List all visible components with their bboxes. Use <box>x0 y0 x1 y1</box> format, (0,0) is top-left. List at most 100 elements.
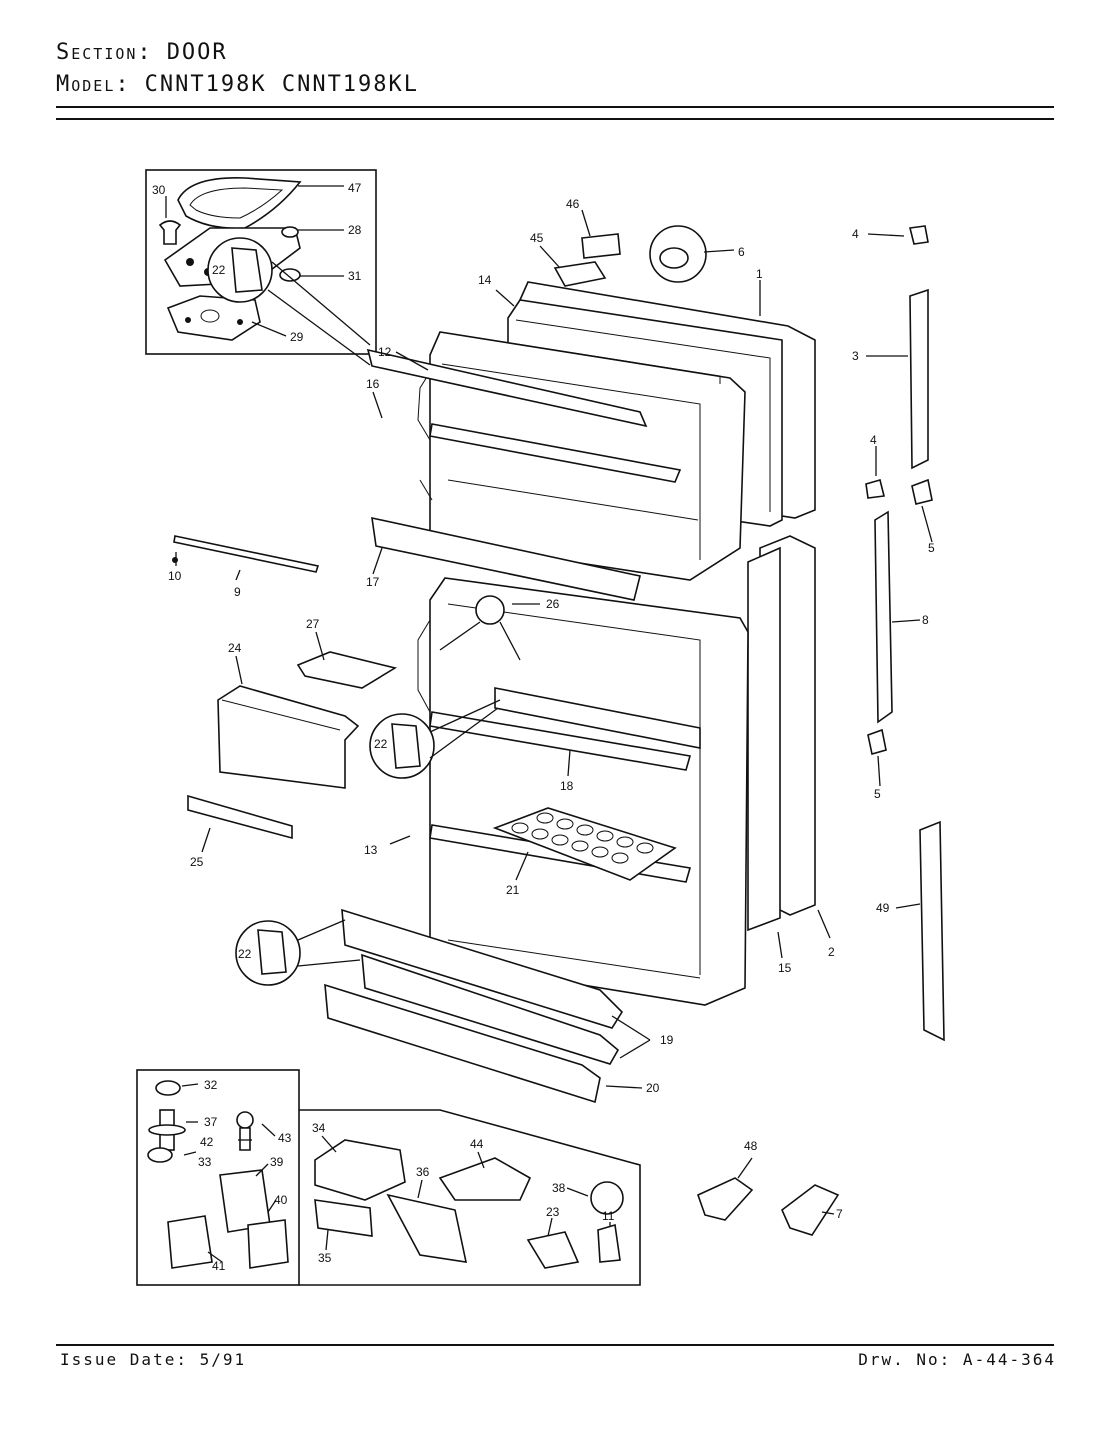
callout-18: 18 <box>560 779 574 793</box>
callout-22-middle: 22 <box>374 737 388 751</box>
callout-21: 21 <box>506 883 520 897</box>
callout-4-lower: 4 <box>870 433 877 447</box>
section-label: Section: <box>56 40 153 65</box>
detail-bubble-26 <box>439 595 521 661</box>
drawing-number: Drw. No: A-44-364 <box>858 1350 1056 1369</box>
callout-32: 32 <box>204 1078 218 1092</box>
callout-14: 14 <box>478 273 492 287</box>
clip-4b <box>865 479 885 499</box>
cap-46 <box>581 233 621 259</box>
callout-2: 2 <box>828 945 835 959</box>
callout-41: 41 <box>212 1259 226 1273</box>
model-value: CNNT198K CNNT198KL <box>144 72 420 97</box>
callout-35: 35 <box>318 1251 332 1265</box>
fresh-food-door-liner <box>417 577 749 1006</box>
issue-date: Issue Date: 5/91 <box>60 1350 247 1369</box>
callout-1: 1 <box>756 267 763 281</box>
callout-19: 19 <box>660 1033 674 1047</box>
callout-22-top: 22 <box>212 263 226 277</box>
handle-bar-3 <box>909 288 929 470</box>
clip-5a <box>911 478 933 505</box>
clip-4a <box>909 225 929 245</box>
callout-34: 34 <box>312 1121 326 1135</box>
bottom-hinge-inset <box>136 1069 300 1286</box>
callout-49: 49 <box>876 901 890 915</box>
liner-shelf-upper <box>429 711 692 771</box>
callout-30: 30 <box>152 183 166 197</box>
bracket-7 <box>781 1184 840 1236</box>
callout-38: 38 <box>552 1181 566 1195</box>
callout-7: 7 <box>836 1207 843 1221</box>
callout-9: 9 <box>234 585 241 599</box>
callout-39: 39 <box>270 1155 284 1169</box>
door-rail-bar <box>173 535 320 573</box>
callout-labels: 30 47 28 31 29 46 45 6 1 4 3 4 5 8 5 49 … <box>152 181 935 1273</box>
callout-28: 28 <box>348 223 362 237</box>
callout-8: 8 <box>922 613 929 627</box>
model-line: Model: CNNT198K CNNT198KL <box>56 72 419 97</box>
callout-5-upper: 5 <box>928 541 935 555</box>
callout-48: 48 <box>744 1139 758 1153</box>
rail-screw <box>172 557 178 563</box>
callout-20: 20 <box>646 1081 660 1095</box>
callout-36: 36 <box>416 1165 430 1179</box>
handle-bar-49 <box>919 820 945 1042</box>
callout-43: 43 <box>278 1131 292 1145</box>
clip-5b <box>867 728 887 756</box>
section-line: Section: DOOR <box>56 40 228 65</box>
handle-bar-8 <box>874 510 893 724</box>
trim-strip <box>187 794 293 840</box>
callout-26: 26 <box>546 597 560 611</box>
lower-shelf-bars <box>324 908 624 1104</box>
footer-rule <box>56 1344 1054 1346</box>
callout-3: 3 <box>852 349 859 363</box>
callout-46: 46 <box>566 197 580 211</box>
callout-33: 33 <box>198 1155 212 1169</box>
callout-6: 6 <box>738 245 745 259</box>
callout-31: 31 <box>348 269 362 283</box>
header-rule-top <box>56 106 1054 108</box>
egg-tray <box>492 807 677 881</box>
leader-lines <box>165 185 933 1263</box>
callout-37: 37 <box>204 1115 218 1129</box>
callout-29: 29 <box>290 330 304 344</box>
detail-bubble-22-a <box>207 237 371 366</box>
dairy-cover <box>296 651 398 689</box>
callout-11: 11 <box>602 1209 615 1223</box>
detail-bubble-22-c <box>235 919 361 986</box>
freezer-shelf-bar-17 <box>371 516 641 601</box>
header-rule-bottom <box>56 118 1054 120</box>
bracket-48 <box>697 1177 754 1221</box>
callout-25: 25 <box>190 855 204 869</box>
callout-27: 27 <box>306 617 320 631</box>
freezer-liner-shelf <box>429 423 682 483</box>
cap-45 <box>553 261 607 287</box>
callout-24: 24 <box>228 641 242 655</box>
door-shelf-bar-18 <box>494 687 701 749</box>
detail-bubble-22-b <box>369 699 501 779</box>
handle-plug-6 <box>649 225 707 283</box>
callout-45: 45 <box>530 231 544 245</box>
callout-5-lower: 5 <box>874 787 881 801</box>
callout-22-bottom: 22 <box>238 947 252 961</box>
model-label: Model: <box>56 72 131 97</box>
callout-16: 16 <box>366 377 380 391</box>
hinge-parts-inset <box>299 1109 641 1286</box>
callout-12: 12 <box>378 345 392 359</box>
callout-44: 44 <box>470 1137 484 1151</box>
callout-10: 10 <box>168 569 182 583</box>
dairy-compartment <box>217 685 360 789</box>
callout-42: 42 <box>200 1135 214 1149</box>
callout-15: 15 <box>778 961 792 975</box>
fresh-food-door-outer-panel <box>747 535 816 932</box>
freezer-shelf-bar-16 <box>366 348 648 428</box>
callout-23: 23 <box>546 1205 560 1219</box>
callout-17: 17 <box>366 575 380 589</box>
callout-40: 40 <box>274 1193 288 1207</box>
callout-13: 13 <box>364 843 378 857</box>
section-value: DOOR <box>166 40 228 65</box>
callout-4-upper: 4 <box>852 227 859 241</box>
callout-47: 47 <box>348 181 362 195</box>
